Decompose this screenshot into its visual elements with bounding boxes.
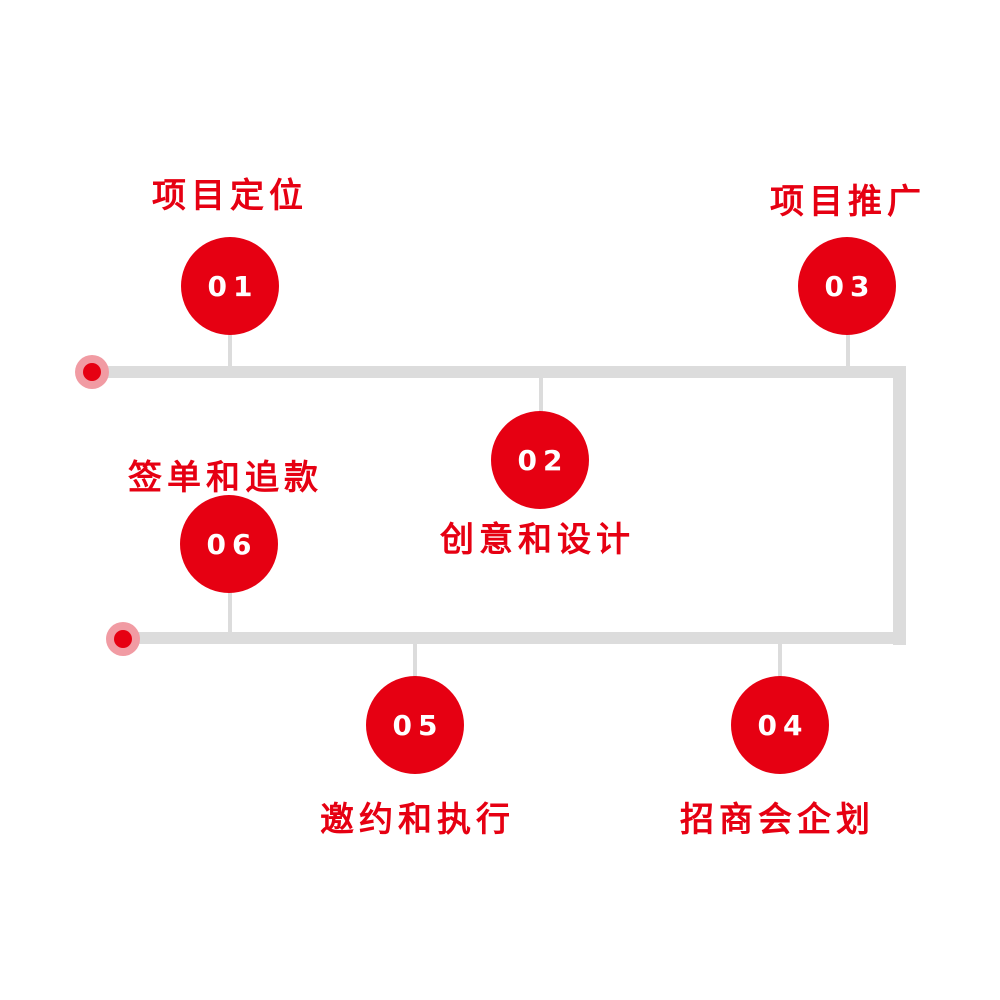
step-node-03: 03 [798, 237, 896, 335]
step-node-05: 05 [366, 676, 464, 774]
step-label-02: 创意和设计 [440, 520, 635, 560]
step-label-04: 招商会企划 [680, 800, 875, 840]
stem-04 [778, 642, 782, 680]
step-node-01: 01 [181, 237, 279, 335]
track-start-dot [75, 355, 109, 389]
step-label-05: 邀约和执行 [320, 800, 515, 840]
track-top [92, 366, 906, 378]
stem-06 [228, 590, 232, 634]
step-node-02: 02 [491, 411, 589, 509]
stem-02 [539, 376, 543, 414]
step-label-03: 项目推广 [770, 182, 926, 222]
track-bottom [122, 632, 906, 644]
step-node-04: 04 [731, 676, 829, 774]
stem-05 [413, 642, 417, 680]
step-label-01: 项目定位 [152, 176, 308, 216]
step-label-06: 签单和追款 [128, 458, 323, 498]
track-end-dot [106, 622, 140, 656]
stem-01 [228, 330, 232, 370]
track-right [893, 366, 906, 645]
stem-03 [846, 330, 850, 370]
step-node-06: 06 [180, 495, 278, 593]
